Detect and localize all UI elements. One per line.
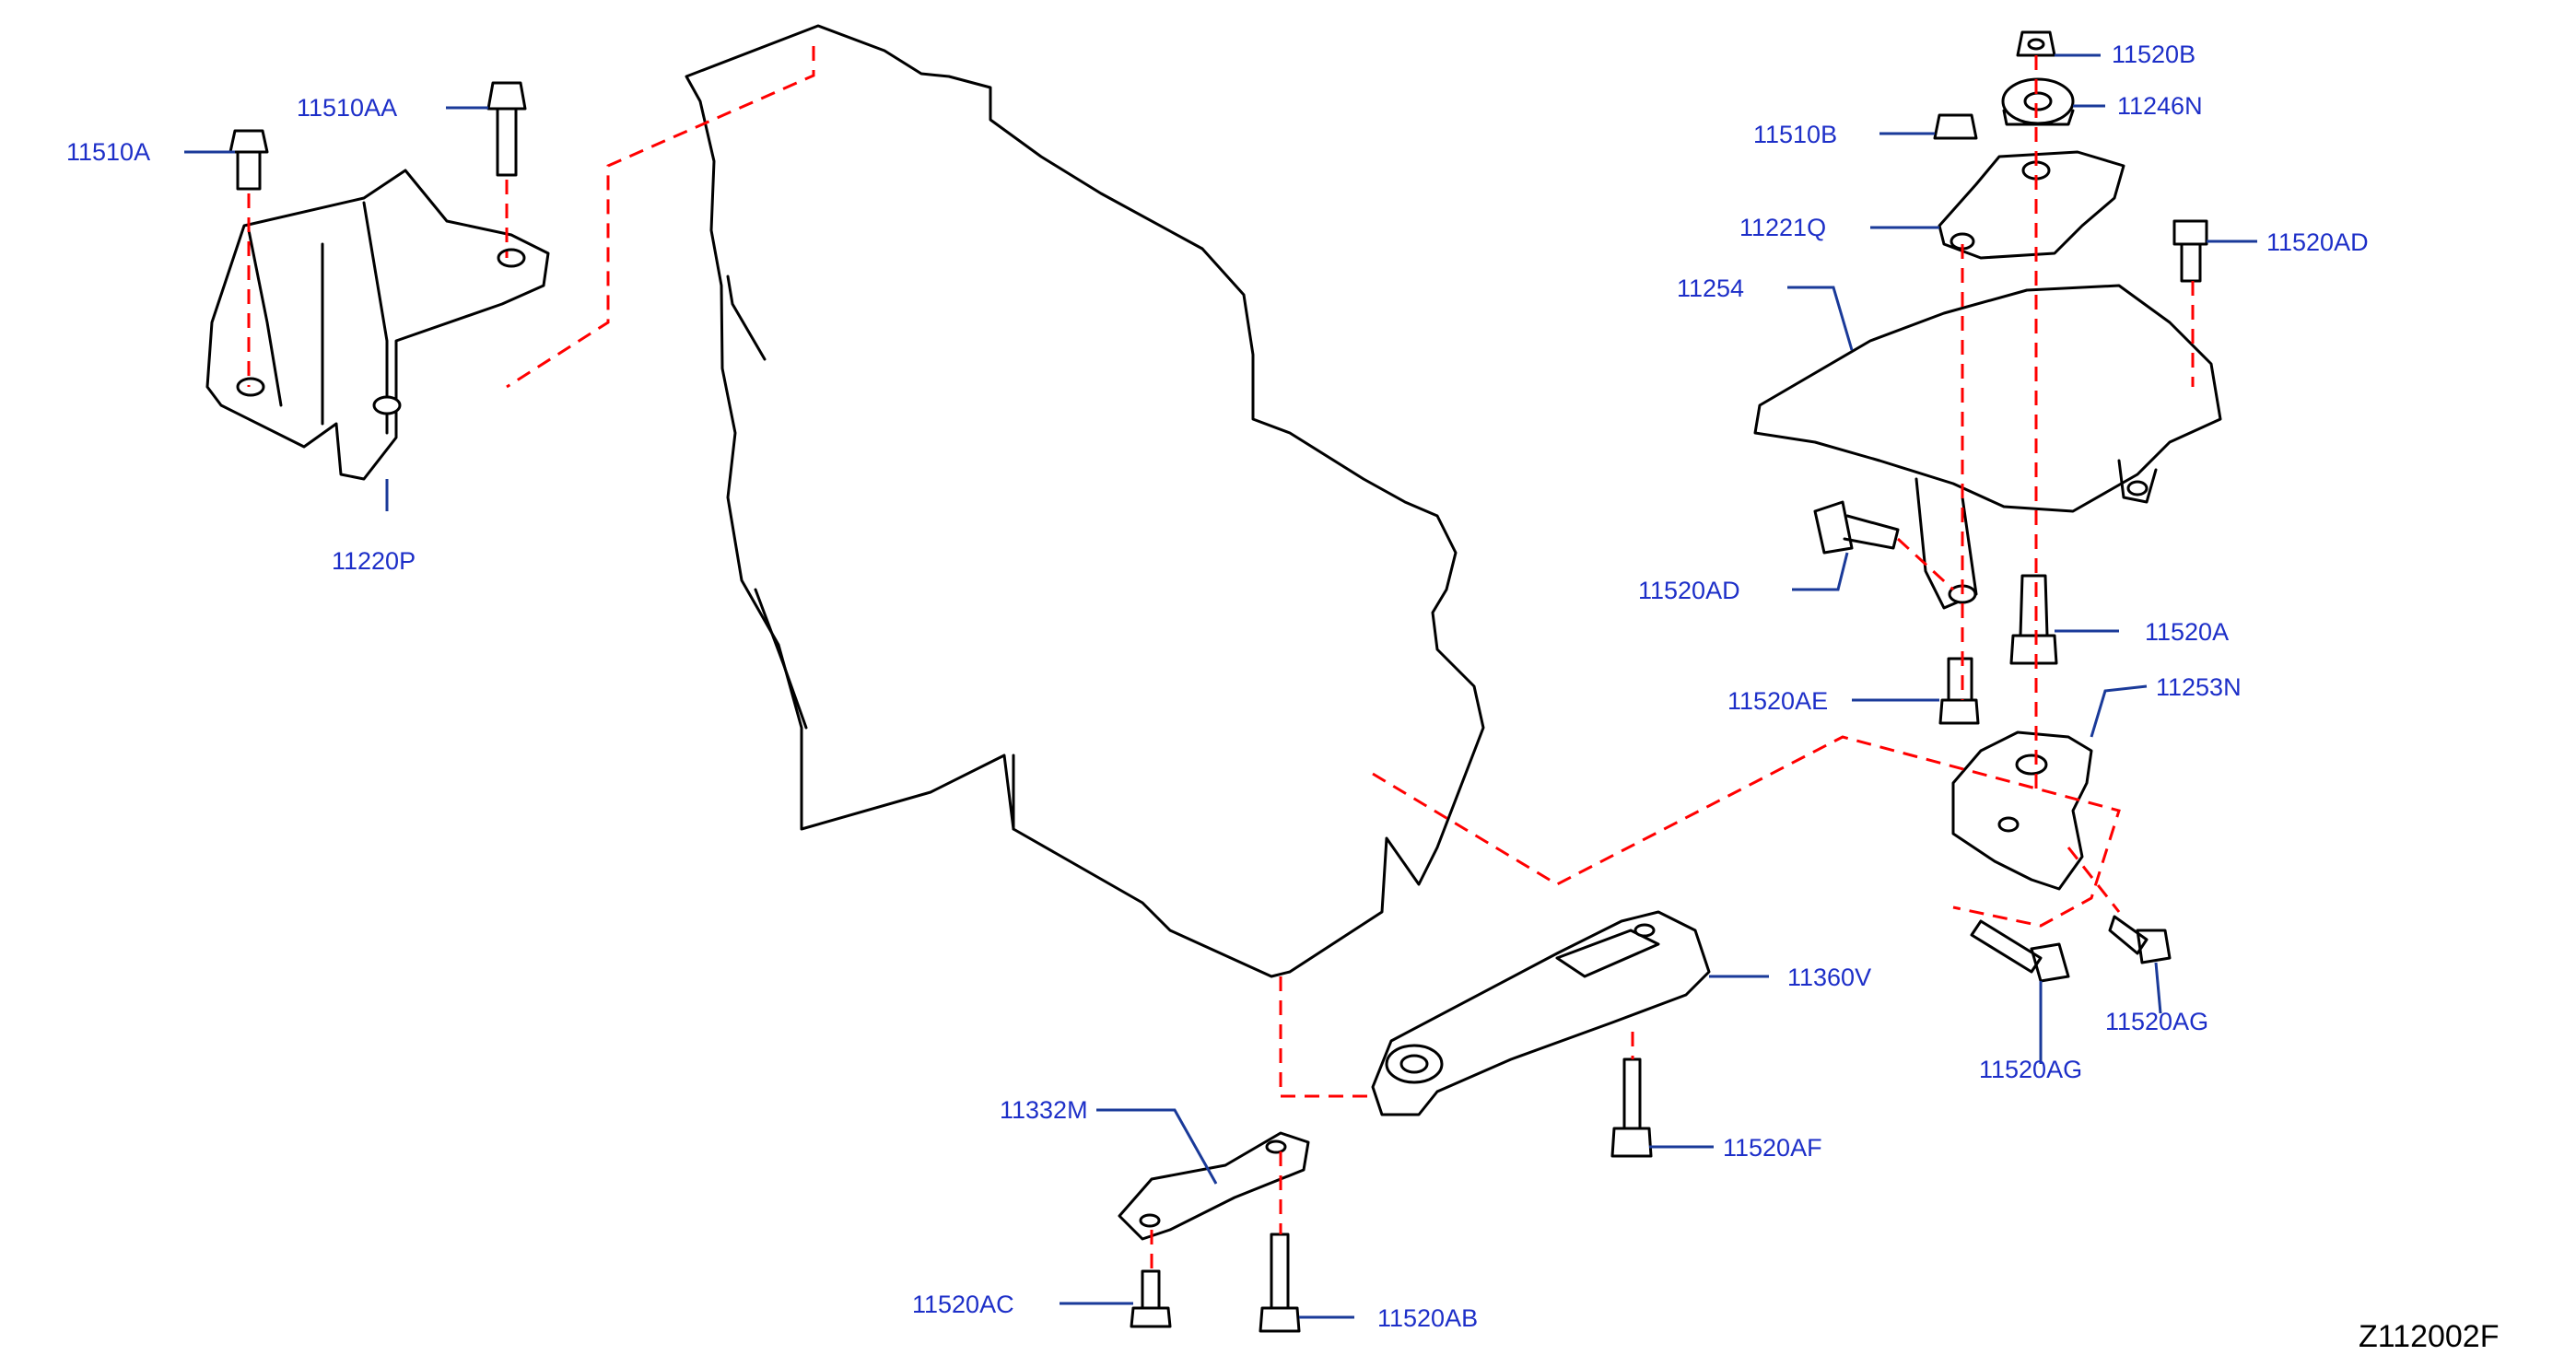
label-11520A: 11520A (2145, 618, 2229, 646)
bolt-11520AE (1938, 657, 1980, 725)
bolt-11520AG-right (2108, 915, 2172, 964)
part-labels: 11510A 11510AA 11220P 11520B 11246N 1151… (66, 41, 2499, 1354)
bolt-11520AD-top (2172, 219, 2208, 283)
bolt-11510A (228, 129, 269, 191)
insulator-11221Q (1938, 150, 2125, 260)
nut-11520B (2016, 30, 2056, 57)
bolt-11520AG-left (1970, 919, 2070, 983)
engine-mount-bracket-11220P (205, 169, 550, 481)
washer-11246N (2001, 77, 2075, 126)
label-11520AB: 11520AB (1377, 1304, 1478, 1332)
label-11520AG-right: 11520AG (2105, 1008, 2208, 1035)
bolt-11520AC (1130, 1269, 1172, 1328)
label-11254: 11254 (1677, 275, 1744, 302)
label-11360V: 11360V (1787, 964, 1871, 991)
leader-lines (184, 53, 2257, 1319)
torque-rod-11360V (1371, 910, 1711, 1116)
nut-11510B (1933, 113, 1978, 140)
label-11510A: 11510A (66, 138, 150, 166)
bolt-11510AA (486, 81, 527, 177)
label-11510AA: 11510AA (297, 94, 397, 122)
label-11332M: 11332M (1000, 1096, 1088, 1124)
label-11221Q: 11221Q (1739, 214, 1826, 241)
label-11510B: 11510B (1753, 121, 1837, 148)
label-11520AF: 11520AF (1723, 1134, 1822, 1162)
bracket-11332M (1118, 1131, 1310, 1241)
figure-code: Z112002F (2359, 1319, 2499, 1354)
label-11520AC: 11520AC (912, 1291, 1014, 1318)
label-11246N: 11246N (2117, 92, 2203, 120)
bracket-11254 (1753, 284, 2222, 610)
label-11520AG-left: 11520AG (1979, 1056, 2082, 1083)
insulator-11253N (1951, 730, 2093, 891)
label-11220P: 11220P (332, 547, 416, 575)
label-11520AE: 11520AE (1727, 687, 1828, 715)
bolt-11520AF (1610, 1057, 1653, 1158)
engine-block-outline (685, 24, 1485, 978)
bolt-11520AD-left (1813, 500, 1900, 555)
stud-11520A (2009, 574, 2058, 665)
bolt-11520AB (1259, 1233, 1301, 1333)
label-11520B: 11520B (2112, 41, 2195, 68)
alignment-lines (247, 46, 2195, 1271)
label-11253N: 11253N (2156, 673, 2242, 701)
label-11520AD-left: 11520AD (1638, 577, 1740, 604)
label-11520AD-top: 11520AD (2266, 228, 2369, 256)
